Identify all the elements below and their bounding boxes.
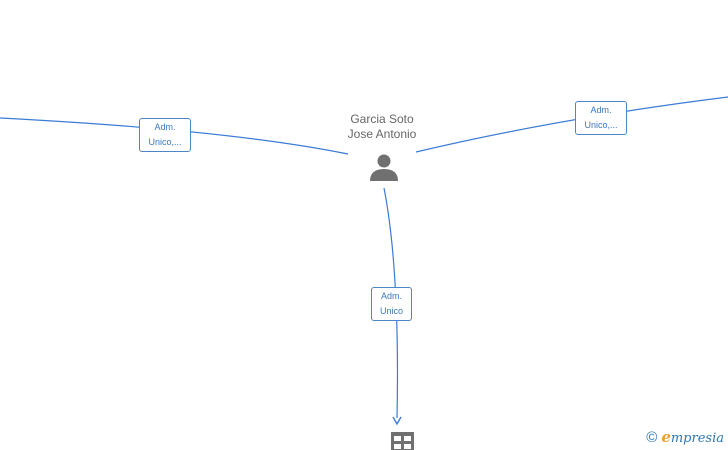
arrowhead xyxy=(392,416,402,426)
edge-label-left-line2: Unico,... xyxy=(148,137,182,147)
edge-label-left-line1: Adm. xyxy=(154,122,176,132)
edge-label-down-line2: Unico xyxy=(379,306,403,316)
person-icon[interactable] xyxy=(370,154,398,182)
edge-label-down-line1: Adm. xyxy=(380,291,402,301)
brand-logo: empresia xyxy=(661,428,724,446)
person-node-name[interactable]: Garcia Soto Jose Antonio xyxy=(322,112,442,142)
edge-down xyxy=(383,187,399,419)
edge-label-left[interactable]: Adm. Unico,... xyxy=(139,118,191,152)
edge-label-right-line2: Unico,... xyxy=(584,120,618,130)
edge-label-down[interactable]: Adm. Unico xyxy=(371,287,412,321)
copyright-symbol: © xyxy=(646,428,658,446)
edge-left xyxy=(0,117,349,155)
empresia-watermark: © empresia xyxy=(646,428,724,446)
person-name-line2: Jose Antonio xyxy=(347,127,417,141)
building-icon[interactable] xyxy=(391,432,414,450)
edge-right xyxy=(415,96,728,153)
person-name-line1: Garcia Soto xyxy=(350,112,414,126)
edge-label-right-line1: Adm. xyxy=(590,105,612,115)
edge-label-right[interactable]: Adm. Unico,... xyxy=(575,101,627,135)
